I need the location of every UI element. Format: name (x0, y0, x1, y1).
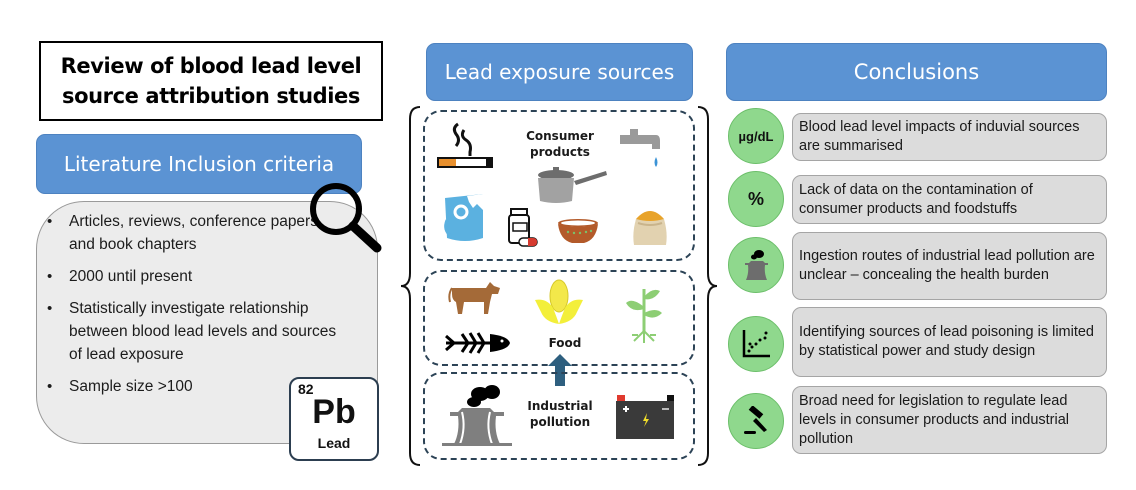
conclusion-text: Lack of data on the contamination of con… (799, 181, 1033, 217)
scatter-plot-icon (742, 330, 770, 358)
industrial-pollution-group (423, 372, 695, 460)
magnifying-glass-icon (310, 183, 382, 253)
car-battery-icon (616, 395, 674, 439)
cigarette-icon (437, 122, 493, 168)
right-brace-icon (697, 106, 718, 466)
title-line-2: source attribution studies (61, 84, 360, 108)
conclusion-item: Ingestion routes of industrial lead poll… (792, 232, 1107, 300)
industrial-pollution-label: Industrial pollution (520, 398, 600, 430)
left-brace-icon (400, 106, 421, 466)
paint-can-icon (444, 194, 483, 241)
criteria-list: Articles, reviews, conference papers and… (34, 210, 344, 407)
percent-icon: % (747, 188, 764, 209)
conclusion-item: Broad need for legislation to regulate l… (792, 386, 1107, 454)
medicine-bottle-icon (508, 208, 538, 247)
consumer-products-label: Consumer products (515, 128, 605, 160)
criteria-header-label: Literature Inclusion criteria (63, 152, 335, 176)
industrial-label-line1: Industrial (527, 399, 593, 413)
industrial-label-line2: pollution (529, 415, 591, 429)
food-label: Food (548, 336, 582, 350)
lead-element-tile: 82 Pb Lead (289, 377, 379, 461)
factory-smokestack-icon (442, 385, 512, 446)
conclusion-text: Blood lead level impacts of induvial sou… (799, 119, 1080, 154)
fish-bone-icon (445, 332, 510, 354)
conclusions-header: Conclusions (726, 43, 1107, 101)
sources-header-label: Lead exposure sources (444, 60, 675, 84)
conclusions-header-label: Conclusions (853, 60, 980, 84)
conclusion-item: Identifying sources of lead poisoning is… (792, 307, 1107, 377)
conclusion-text: Broad need for legislation to regulate l… (799, 392, 1069, 447)
conclusion-circle-units: µg/dL (728, 108, 784, 164)
corn-icon (535, 279, 583, 324)
conclusion-item: Lack of data on the contamination of con… (792, 175, 1107, 224)
element-symbol: Pb (312, 393, 356, 431)
conclusion-circle-factory (728, 237, 784, 293)
criteria-item: Sample size >100 (34, 375, 344, 398)
conclusion-text: Ingestion routes of industrial lead poll… (799, 248, 1095, 283)
poster-title: Review of blood lead level source attrib… (39, 41, 383, 121)
cooking-pot-icon (538, 167, 607, 203)
cow-icon (448, 282, 500, 314)
criteria-item: Statistically investigate relationship b… (34, 297, 344, 366)
criteria-item: Articles, reviews, conference papers and… (34, 210, 344, 256)
conclusion-circle-gavel (728, 393, 784, 449)
spice-sack-icon (633, 211, 667, 245)
tap-water-icon (620, 129, 660, 167)
title-line-1: Review of blood lead level (60, 54, 362, 78)
atomic-number: 82 (298, 381, 314, 397)
criteria-header: Literature Inclusion criteria (36, 134, 362, 194)
up-arrow-icon (548, 354, 572, 386)
criteria-item: 2000 until present (34, 265, 344, 288)
units-text-icon: µg/dL (738, 128, 774, 144)
gavel-icon (744, 406, 767, 434)
consumer-label-line2: products (530, 145, 590, 159)
ceramic-bowl-icon (558, 219, 598, 243)
element-name: Lead (317, 435, 351, 451)
factory-icon (745, 250, 768, 280)
sources-header: Lead exposure sources (426, 43, 693, 101)
conclusion-circle-scatter (728, 316, 784, 372)
conclusion-circle-percent: % (728, 171, 784, 227)
plant-icon (626, 289, 662, 343)
conclusion-text: Identifying sources of lead poisoning is… (799, 324, 1094, 359)
conclusion-item: Blood lead level impacts of induvial sou… (792, 113, 1107, 161)
consumer-products-group (423, 110, 695, 261)
consumer-label-line1: Consumer (526, 129, 594, 143)
